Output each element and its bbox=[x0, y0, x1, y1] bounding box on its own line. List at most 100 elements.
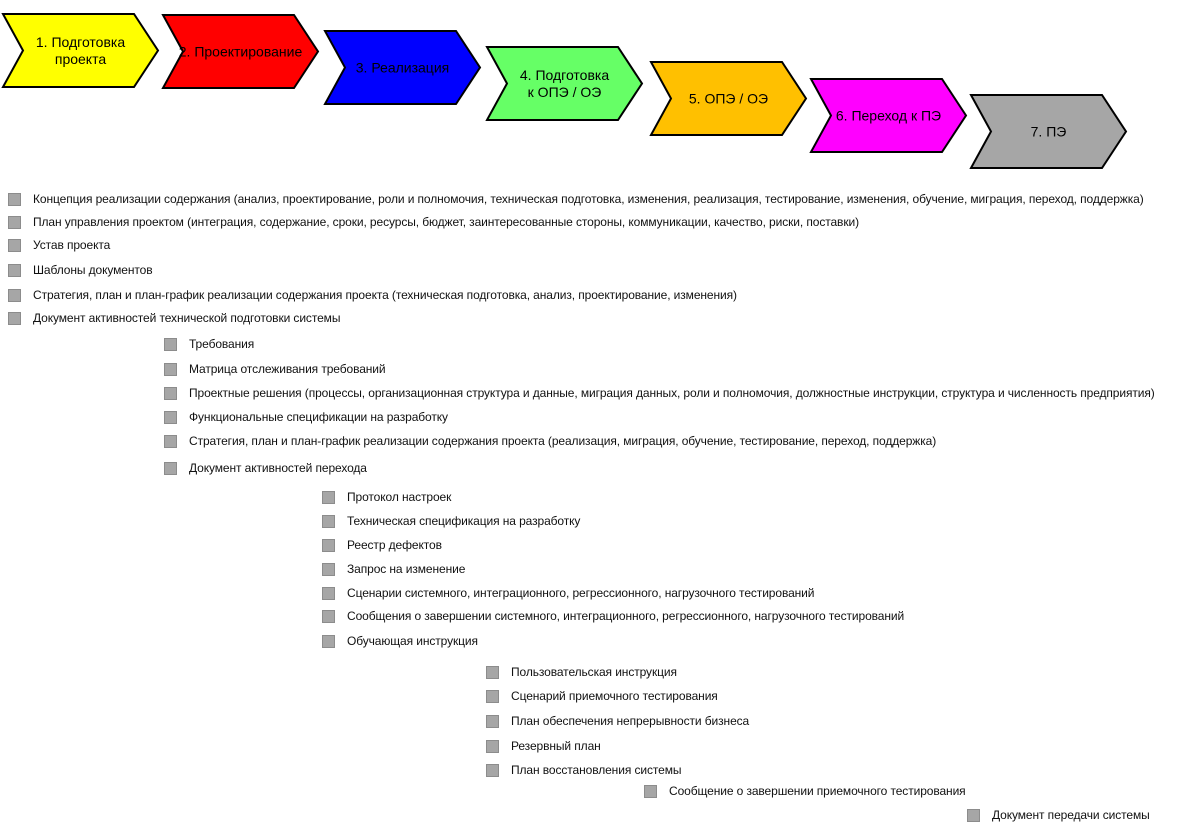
document-label: Сценарий приемочного тестирования bbox=[511, 689, 718, 703]
phase-chevron-2: 2. Проектирование bbox=[161, 14, 320, 89]
document-item: Документ активностей технической подгото… bbox=[8, 310, 340, 326]
phase-shape bbox=[809, 78, 968, 153]
document-item: Сообщения о завершении системного, интег… bbox=[322, 608, 904, 624]
phase-label: 1. Подготовка bbox=[36, 34, 125, 50]
document-bullet-icon bbox=[164, 434, 177, 448]
document-bullet-icon bbox=[8, 288, 21, 302]
document-bullet-icon bbox=[322, 490, 335, 504]
document-bullet-icon bbox=[164, 461, 177, 475]
document-bullet-icon bbox=[322, 562, 335, 576]
document-bullet-icon bbox=[164, 362, 177, 376]
document-bullet-icon bbox=[322, 609, 335, 623]
phase-chevron-5: 5. ОПЭ / ОЭ bbox=[649, 61, 808, 136]
phase-shape bbox=[323, 30, 482, 105]
document-item: Требования bbox=[164, 336, 254, 352]
phase-chevron-7: 7. ПЭ bbox=[969, 94, 1128, 169]
document-bullet-icon bbox=[8, 311, 21, 325]
document-label: Техническая спецификация на разработку bbox=[347, 514, 581, 528]
phase-chevron-6: 6. Переход к ПЭ bbox=[809, 78, 968, 153]
document-item: Техническая спецификация на разработку bbox=[322, 513, 580, 529]
document-bullet-icon bbox=[486, 689, 499, 703]
document-item: Обучающая инструкция bbox=[322, 633, 478, 649]
document-bullet-icon bbox=[164, 410, 177, 424]
phase-label: 5. ОПЭ / ОЭ bbox=[689, 91, 768, 107]
phase-label: 4. Подготовка bbox=[520, 67, 609, 83]
phase-label: 3. Реализация bbox=[356, 60, 449, 76]
phase-label: 2. Проектирование bbox=[179, 44, 303, 60]
document-item: Устав проекта bbox=[8, 237, 110, 253]
document-bullet-icon bbox=[486, 739, 499, 753]
document-label: Шаблоны документов bbox=[33, 263, 153, 277]
document-item: Резервный план bbox=[486, 738, 601, 754]
phase-label: проекта bbox=[55, 51, 106, 67]
document-bullet-icon bbox=[8, 238, 21, 252]
document-item: Сценарии системного, интеграционного, ре… bbox=[322, 585, 814, 601]
document-label: Обучающая инструкция bbox=[347, 634, 478, 648]
phase-label: 6. Переход к ПЭ bbox=[836, 108, 941, 124]
document-item: Стратегия, план и план-график реализации… bbox=[164, 433, 936, 449]
document-label: Документ активностей технической подгото… bbox=[33, 311, 341, 325]
document-item: Концепция реализации содержания (анализ,… bbox=[8, 191, 1144, 207]
document-item: Стратегия, план и план-график реализации… bbox=[8, 287, 737, 303]
phase-shape bbox=[1, 13, 160, 88]
document-bullet-icon bbox=[164, 337, 177, 351]
document-label: Резервный план bbox=[511, 739, 601, 753]
document-label: Сценарии системного, интеграционного, ре… bbox=[347, 586, 815, 600]
document-bullet-icon bbox=[486, 665, 499, 679]
document-label: Запрос на изменение bbox=[347, 562, 466, 576]
phase-shape bbox=[161, 14, 320, 89]
document-bullet-icon bbox=[8, 192, 21, 206]
phase-shape bbox=[969, 94, 1128, 169]
document-label: Сообщения о завершении системного, интег… bbox=[347, 609, 905, 623]
document-item: Шаблоны документов bbox=[8, 262, 153, 278]
document-bullet-icon bbox=[486, 714, 499, 728]
document-item: Протокол настроек bbox=[322, 489, 451, 505]
document-label: Пользовательская инструкция bbox=[511, 665, 677, 679]
document-label: План восстановления системы bbox=[511, 763, 682, 777]
document-bullet-icon bbox=[486, 763, 499, 777]
document-label: Требования bbox=[189, 337, 255, 351]
document-label: Функциональные спецификации на разработк… bbox=[189, 410, 448, 424]
document-item: Функциональные спецификации на разработк… bbox=[164, 409, 448, 425]
document-label: План обеспечения непрерывности бизнеса bbox=[511, 714, 750, 728]
document-item: Реестр дефектов bbox=[322, 537, 442, 553]
document-item: План восстановления системы bbox=[486, 762, 681, 778]
document-bullet-icon bbox=[322, 634, 335, 648]
document-item: Сообщение о завершении приемочного тести… bbox=[644, 783, 966, 799]
document-bullet-icon bbox=[322, 514, 335, 528]
document-item: Сценарий приемочного тестирования bbox=[486, 688, 718, 704]
phase-label: к ОПЭ / ОЭ bbox=[528, 84, 602, 100]
document-label: Протокол настроек bbox=[347, 490, 452, 504]
document-bullet-icon bbox=[8, 215, 21, 229]
document-label: Реестр дефектов bbox=[347, 538, 442, 552]
document-item: План управления проектом (интеграция, со… bbox=[8, 214, 859, 230]
document-label: Сообщение о завершении приемочного тести… bbox=[669, 784, 966, 798]
phase-shape bbox=[649, 61, 808, 136]
document-item: Пользовательская инструкция bbox=[486, 664, 677, 680]
document-label: Стратегия, план и план-график реализации… bbox=[189, 434, 937, 448]
document-label: Концепция реализации содержания (анализ,… bbox=[33, 192, 1144, 206]
document-item: План обеспечения непрерывности бизнеса bbox=[486, 713, 749, 729]
document-item: Документ активностей перехода bbox=[164, 460, 367, 476]
document-item: Проектные решения (процессы, организацио… bbox=[164, 385, 1155, 401]
document-label: Устав проекта bbox=[33, 238, 111, 252]
document-bullet-icon bbox=[8, 263, 21, 277]
document-label: Стратегия, план и план-график реализации… bbox=[33, 288, 737, 302]
phase-shape bbox=[485, 46, 644, 121]
document-item: Документ передачи системы bbox=[967, 807, 1150, 823]
document-bullet-icon bbox=[322, 586, 335, 600]
document-bullet-icon bbox=[644, 784, 657, 798]
document-label: Документ активностей перехода bbox=[189, 461, 367, 475]
phase-label: 7. ПЭ bbox=[1031, 124, 1067, 140]
document-bullet-icon bbox=[967, 808, 980, 822]
document-label: Матрица отслеживания требований bbox=[189, 362, 386, 376]
document-label: Проектные решения (процессы, организацио… bbox=[189, 386, 1155, 400]
document-bullet-icon bbox=[322, 538, 335, 552]
document-bullet-icon bbox=[164, 386, 177, 400]
document-label: План управления проектом (интеграция, со… bbox=[33, 215, 859, 229]
document-item: Матрица отслеживания требований bbox=[164, 361, 386, 377]
document-label: Документ передачи системы bbox=[992, 808, 1150, 822]
